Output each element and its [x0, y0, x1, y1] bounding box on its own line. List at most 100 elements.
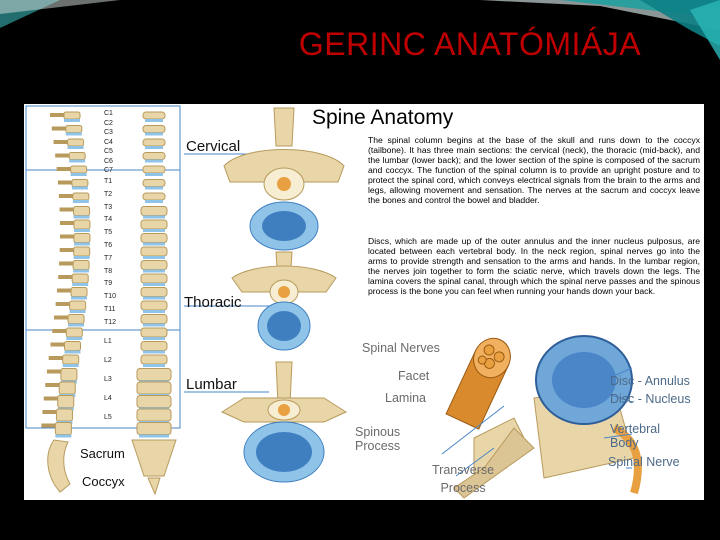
side-process — [57, 180, 72, 185]
front-disc — [143, 350, 165, 354]
region-label-sacrum: Sacrum — [80, 446, 125, 461]
side-process — [46, 369, 61, 374]
front-disc — [143, 323, 165, 327]
annotation-vertebral-body-line1: Vertebral — [610, 422, 661, 436]
side-vertebra — [62, 354, 80, 365]
side-process — [53, 140, 68, 144]
side-process — [51, 126, 66, 131]
spine-column-illustration — [24, 104, 184, 500]
side-process — [48, 356, 63, 360]
front-vertebra — [142, 138, 166, 147]
vertebra-label: C4 — [104, 138, 113, 146]
side-disc — [73, 256, 90, 259]
side-disc — [71, 186, 88, 190]
vertebra-label: C3 — [104, 129, 113, 136]
header-decoration — [0, 0, 720, 60]
side-disc — [68, 323, 85, 327]
side-disc — [72, 200, 89, 203]
side-vertebra — [69, 300, 87, 311]
side-process — [41, 423, 56, 428]
vertebra-label: T11 — [104, 306, 116, 313]
annotation-vertebral-body-line2: Body — [610, 435, 639, 450]
side-disc — [73, 229, 90, 232]
front-disc — [145, 186, 163, 190]
side-disc — [73, 215, 90, 219]
side-process — [58, 194, 73, 198]
front-disc — [143, 364, 165, 367]
side-process — [59, 261, 74, 266]
front-vertebra — [140, 233, 168, 243]
front-disc — [143, 310, 165, 313]
front-vertebra — [140, 287, 168, 297]
side-vertebra — [54, 422, 72, 435]
side-vertebra — [70, 287, 88, 297]
side-disc — [69, 310, 86, 313]
vertebra-label: L1 — [104, 338, 112, 345]
side-process — [59, 248, 74, 252]
side-vertebra — [72, 192, 90, 201]
side-vertebra — [64, 341, 82, 351]
side-process — [43, 396, 58, 401]
side-process — [59, 221, 74, 225]
vertebra-label: T4 — [104, 216, 113, 224]
front-vertebra — [140, 206, 168, 216]
front-vertebra — [140, 300, 168, 311]
vertebra-label: T10 — [104, 293, 117, 301]
side-vertebra — [65, 327, 83, 338]
vertebra-label: T3 — [104, 203, 113, 211]
vertebra-label: T9 — [104, 280, 113, 288]
front-vertebra — [140, 314, 168, 324]
side-disc — [67, 146, 84, 149]
vertebra-label: T1 — [104, 178, 113, 185]
vertebra-label: L3 — [104, 376, 112, 383]
vertebra-label: C1 — [104, 110, 113, 117]
side-disc — [64, 350, 81, 354]
vertebra-label: C7 — [104, 167, 113, 174]
front-vertebra — [142, 192, 166, 201]
front-vertebra — [140, 219, 168, 230]
front-disc — [143, 296, 165, 300]
side-vertebra — [73, 233, 91, 243]
front-disc — [143, 269, 165, 273]
side-disc — [65, 132, 82, 136]
vertebra-label: L2 — [104, 357, 112, 364]
annotation-spinous-process-line2: Process — [355, 438, 401, 453]
side-disc — [66, 337, 83, 340]
side-vertebra — [57, 395, 75, 408]
vertebra-label: C2 — [104, 119, 113, 127]
disc-cross-section-illustration — [441, 335, 642, 499]
vertebra-label: T2 — [104, 190, 113, 198]
annotation-transverse-process: Transverse Process — [432, 463, 495, 496]
side-vertebra — [72, 260, 90, 270]
sacrum-shape — [131, 439, 177, 477]
side-disc — [70, 173, 87, 176]
side-vertebra — [68, 152, 86, 160]
front-disc — [145, 200, 163, 203]
annotation-transverse-process-line1: Transverse — [432, 463, 495, 477]
side-disc — [69, 159, 86, 163]
side-process — [50, 113, 64, 117]
side-process — [50, 342, 65, 347]
side-process — [59, 234, 74, 239]
annotation-spinal-nerves: Spinal Nerves — [362, 341, 440, 355]
annotation-transverse-process-line2: Process — [440, 480, 486, 495]
side-vertebra — [73, 219, 91, 230]
side-process — [59, 207, 74, 212]
vertebra-label: T8 — [104, 267, 113, 275]
front-disc — [139, 434, 169, 438]
slide-title: GERINC ANATÓMIÁJA — [298, 26, 642, 62]
vertebra-label: L5 — [104, 414, 112, 421]
front-vertebra — [136, 381, 172, 395]
side-process — [56, 167, 71, 171]
vertebra-label: T12 — [104, 318, 117, 326]
front-vertebra — [136, 395, 172, 408]
front-disc — [145, 119, 163, 122]
front-vertebra — [136, 422, 172, 435]
annotation-facet: Facet — [398, 369, 430, 383]
front-vertebra — [136, 368, 172, 381]
side-process — [58, 275, 73, 279]
front-disc — [143, 337, 165, 340]
side-vertebra — [55, 408, 73, 422]
side-vertebra — [63, 111, 81, 120]
